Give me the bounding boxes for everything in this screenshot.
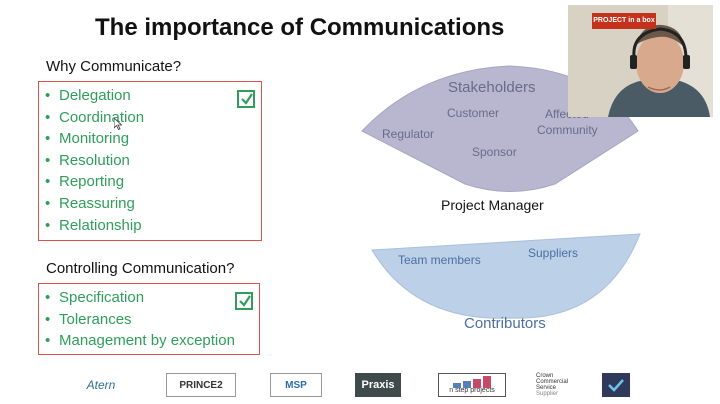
list-item: Delegation xyxy=(45,85,261,107)
list-item: Relationship xyxy=(45,215,261,237)
project-manager-label: Project Manager xyxy=(441,197,544,213)
list-item: Reassuring xyxy=(45,193,261,215)
list-item: Tolerances xyxy=(45,309,259,331)
crown-text: Crown xyxy=(536,373,554,379)
community-label: Community xyxy=(537,123,598,137)
contributors-title: Contributors xyxy=(464,315,546,332)
why-communicate-label: Why Communicate? xyxy=(46,58,182,75)
list-item: Coordination xyxy=(45,107,261,129)
stakeholders-title: Stakeholders xyxy=(448,79,536,96)
n-step-projects-text: n step projects xyxy=(449,387,495,394)
why-list: Delegation Coordination Monitoring Resol… xyxy=(39,82,261,236)
checkbox-checked-icon xyxy=(235,292,253,310)
praxis-logo: Praxis xyxy=(355,373,401,397)
list-item: Reporting xyxy=(45,171,261,193)
regulator-label: Regulator xyxy=(382,127,435,141)
contributors-segment xyxy=(371,233,641,319)
prince2-logo: PRINCE2 xyxy=(166,373,236,397)
controlling-communication-box: Specification Tolerances Management by e… xyxy=(38,283,260,355)
presenter-webcam: PROJECT in a box xyxy=(568,5,713,117)
slide-title: The importance of Communications xyxy=(95,14,505,41)
check-badge-icon xyxy=(608,379,624,392)
presenter-video-icon xyxy=(568,5,713,117)
suppliers-label: Suppliers xyxy=(528,246,579,260)
list-item: Resolution xyxy=(45,150,261,172)
certification-logos: Atern PRINCE2 MSP Praxis n step projects… xyxy=(0,370,720,402)
sponsor-label: Sponsor xyxy=(472,145,517,159)
why-communicate-box: Delegation Coordination Monitoring Resol… xyxy=(38,81,262,241)
list-item: Management by exception xyxy=(45,330,259,352)
project-in-a-box-sign: PROJECT in a box xyxy=(592,13,656,29)
controlling-list: Specification Tolerances Management by e… xyxy=(39,284,259,352)
bar-chart-icon xyxy=(453,376,491,388)
crown-commercial-logo: Crown Commercial Service Supplier xyxy=(536,373,584,397)
certified-badge-logo xyxy=(602,373,630,397)
crown-text: Supplier xyxy=(536,391,559,397)
team-members-label: Team members xyxy=(398,253,481,267)
msp-logo: MSP xyxy=(270,373,322,397)
n-step-projects-logo: n step projects xyxy=(438,373,506,397)
crown-text: Service xyxy=(536,385,557,391)
customer-label: Customer xyxy=(447,106,500,120)
atern-logo: Atern xyxy=(86,378,116,392)
list-item: Monitoring xyxy=(45,128,261,150)
list-item: Specification xyxy=(45,287,259,309)
checkbox-checked-icon xyxy=(237,90,255,108)
controlling-communication-label: Controlling Communication? xyxy=(46,260,235,277)
mouse-cursor-icon xyxy=(114,118,122,130)
crown-text: Commercial xyxy=(536,379,569,385)
